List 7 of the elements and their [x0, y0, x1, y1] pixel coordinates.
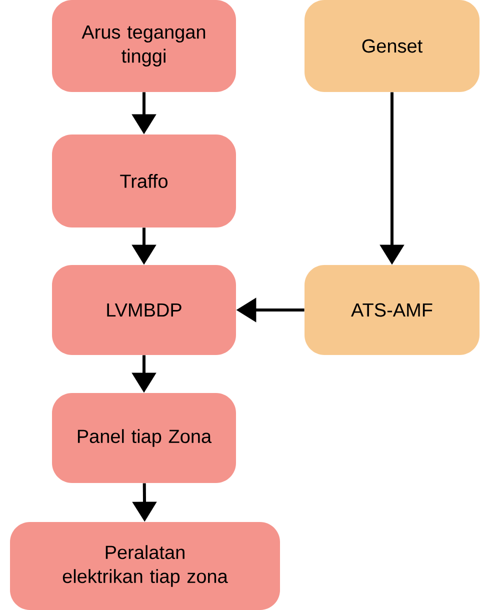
process-box: Traffo	[52, 134, 236, 228]
process-box: Genset	[304, 0, 480, 92]
process-box: LVMBDP	[52, 265, 236, 355]
process-box: Arus tegangan tinggi	[52, 0, 236, 92]
process-box: ATS-AMF	[304, 265, 480, 355]
process-box: Peralatan elektrikan tiap zona	[10, 522, 280, 610]
process-box: Panel tiap Zona	[52, 393, 236, 483]
